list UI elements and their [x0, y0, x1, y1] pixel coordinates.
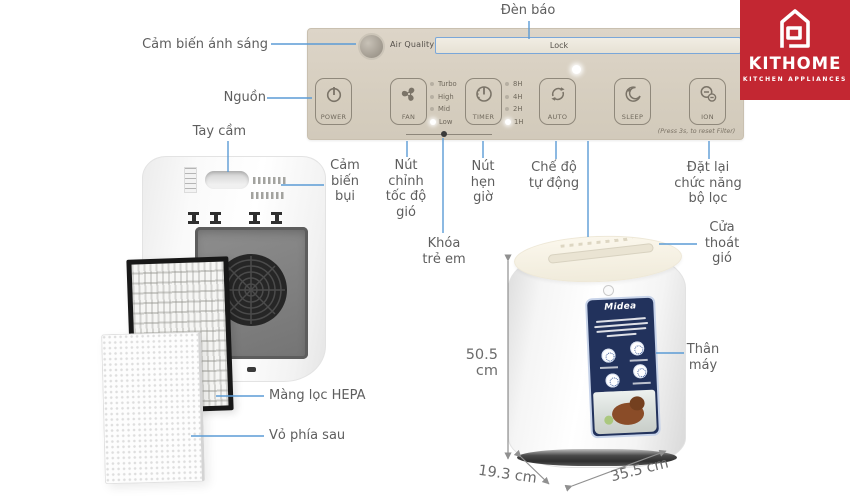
timer-indicators: 8H 4H 2H 1H [505, 78, 541, 128]
ion-icon [700, 86, 717, 102]
indicator-bar: Lock [435, 37, 741, 54]
timer-row: 8H [505, 78, 541, 91]
fan-speed-row: Mid [430, 103, 466, 116]
cover-latch [210, 212, 221, 224]
power-icon [326, 87, 342, 103]
indicator-dot [430, 107, 434, 112]
air-quality-label: Air Quality [390, 40, 435, 49]
indicator-dot-lit [505, 119, 511, 126]
callout-hepa-filter: Màng lọc HEPA [269, 388, 366, 403]
indicator-dot [505, 94, 509, 99]
indicator-dot-lit [430, 119, 436, 126]
badge-caption [632, 381, 651, 385]
ion-button: ION [689, 78, 726, 125]
control-panel: Air Quality Lock POWER FAN [307, 28, 744, 140]
indicator-dot [505, 107, 509, 112]
feature-badge [601, 348, 616, 363]
reset-filter-note: (Press 3s, to reset Filter) [657, 128, 736, 135]
callout-fan-speed-button: Nút chỉnh tốc độ gió [385, 158, 427, 220]
fan-speed-indicators: Turbo High Mid Low [430, 78, 466, 128]
feature-badge [629, 341, 645, 356]
handle-cutout [205, 171, 249, 189]
sleep-button: SLEEP [614, 78, 651, 125]
fan-icon [401, 87, 415, 101]
timer-row: 2H [505, 103, 541, 116]
callout-timer-button: Nút hẹn giờ [470, 159, 496, 205]
dust-sensor-vent [251, 192, 286, 199]
house-icon [780, 9, 810, 48]
auto-button: AUTO [539, 78, 576, 125]
back-cover-panel [101, 331, 205, 485]
auto-icon [551, 87, 565, 101]
cover-latch [249, 212, 260, 224]
dimension-height: 50.5 cm [465, 347, 498, 379]
callout-machine-body: Thân máy [686, 342, 720, 373]
indicator-dot [505, 82, 509, 87]
callout-dust-sensor: Cảm biến bụi [330, 158, 360, 204]
callout-indicator-light: Đèn báo [500, 3, 556, 18]
cover-latch [271, 212, 282, 224]
callout-back-cover: Vỏ phía sau [269, 428, 346, 443]
feature-badge [632, 363, 648, 379]
auto-indicator-light [572, 65, 581, 74]
timer-icon [476, 86, 492, 102]
timer-row-active: 1H [505, 116, 541, 129]
power-button: POWER [315, 78, 352, 125]
fan-speed-row-active: Low [430, 116, 466, 129]
lock-label: Lock [549, 41, 569, 50]
device-foot [247, 367, 256, 372]
brand-tagline: KITCHEN APPLIANCES [742, 76, 848, 83]
callout-handle: Tay cầm [192, 124, 246, 139]
badge-caption [599, 366, 619, 369]
light-sensor [358, 33, 385, 60]
callout-child-lock: Khóa trẻ em [422, 236, 466, 267]
callout-auto-mode: Chế độ tự động [528, 160, 580, 191]
dust-sensor-vent [253, 177, 286, 184]
feature-badge [605, 373, 620, 388]
callout-power: Nguồn [223, 90, 266, 105]
fan-speed-row: Turbo [430, 78, 466, 91]
callout-air-outlet: Cửa thoát gió [704, 220, 740, 266]
timer-row: 4H [505, 91, 541, 104]
toy-photo [604, 415, 614, 425]
product-label: Midea [584, 295, 662, 439]
brand-name: KITHOME [748, 54, 842, 73]
child-lock-line [406, 134, 492, 135]
cover-latch [188, 212, 199, 224]
fan-button: FAN [390, 78, 427, 125]
label-text-line [596, 327, 647, 333]
child-lock-dot [441, 131, 447, 137]
callout-light-sensor: Cảm biến ánh sáng [142, 37, 268, 52]
timer-button: TIMER [465, 78, 502, 125]
fan-speed-row: High [430, 91, 466, 104]
indicator-dot [430, 94, 434, 99]
midea-logo: Midea [604, 301, 637, 313]
front-power-button [603, 285, 614, 296]
sleep-moon-icon [625, 86, 641, 102]
spec-sticker [184, 167, 197, 193]
label-photo [593, 389, 657, 435]
indicator-dot [430, 82, 434, 87]
label-text-line [606, 332, 637, 338]
callout-filter-reset: Đặt lại chức năng bộ lọc [674, 160, 742, 206]
dimension-depth: 19.3 cm [477, 462, 538, 487]
badge-caption [629, 358, 648, 362]
fan-grille [215, 254, 287, 326]
kithome-logo: KITHOME KITCHEN APPLIANCES [740, 0, 850, 100]
